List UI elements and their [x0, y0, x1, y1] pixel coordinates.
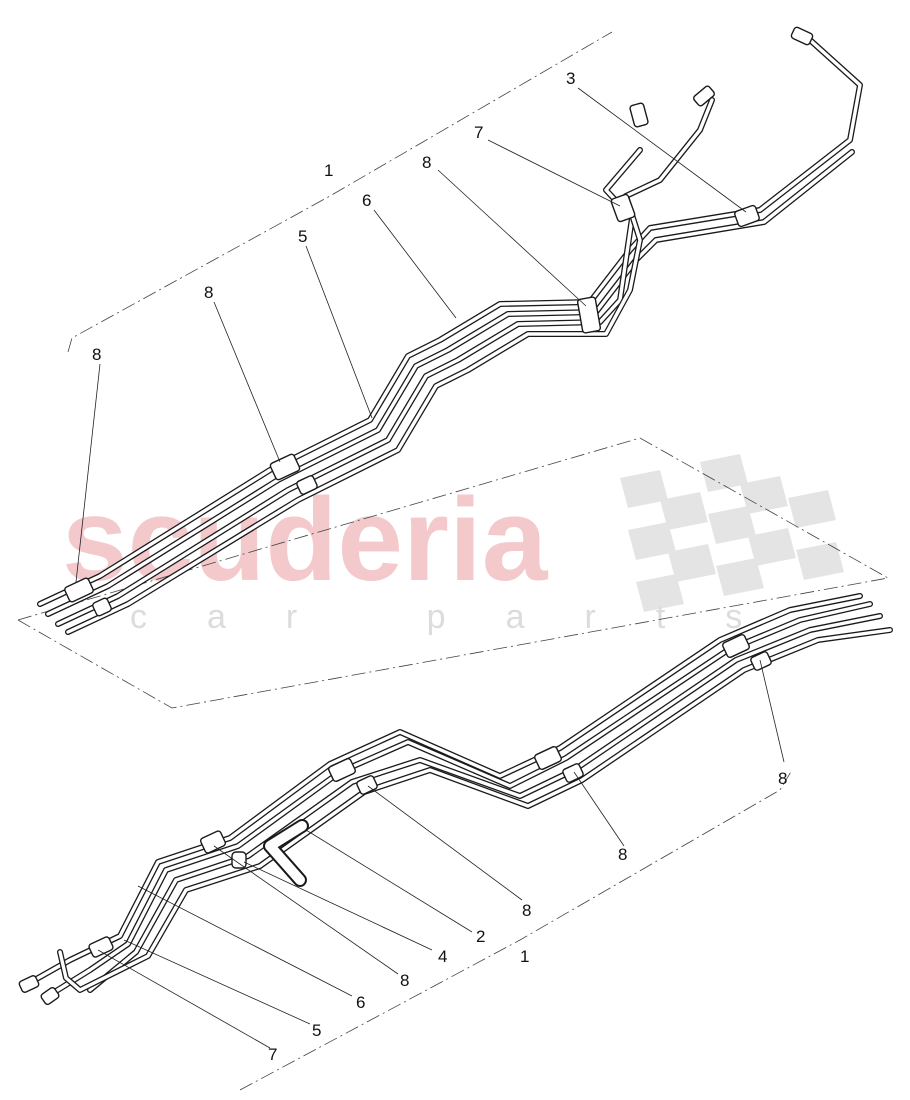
- callout-line-6-top: 6: [362, 191, 371, 210]
- callout-clip-8-bottom-center: 8: [618, 845, 627, 864]
- callout-group-top: 1: [324, 161, 333, 180]
- clip-8-leftend: [64, 577, 112, 617]
- clip-8-bottom-right: [722, 633, 772, 671]
- fitting-top-right: [790, 26, 814, 46]
- callout-clip-7-bottom: 7: [268, 1045, 277, 1064]
- callout-clamp-4: 4: [438, 947, 447, 966]
- bottom-line-assembly: [18, 593, 893, 1006]
- fitting-top-mid: [693, 85, 715, 107]
- callout-clip-7-top: 7: [474, 123, 483, 142]
- callout-group-bottom: 1: [520, 947, 529, 966]
- callout-line-5-bottom: 5: [312, 1021, 321, 1040]
- callout-clip-8-mid: 8: [422, 153, 431, 172]
- fitting-top-left: [629, 102, 649, 128]
- callout-line-6-bottom: 6: [356, 993, 365, 1012]
- brake-line-second: [45, 149, 855, 617]
- watermark-tagline: car parts: [130, 598, 802, 636]
- callout-hose-2: 2: [476, 927, 485, 946]
- top-line-assembly: [37, 26, 863, 635]
- group-bracket-top: [17, 31, 890, 709]
- callout-clip-8-bottom-left: 8: [400, 971, 409, 990]
- clip-7-top: [610, 193, 636, 223]
- clip-3: [734, 204, 760, 228]
- callout-line-5-top: 5: [298, 227, 307, 246]
- brake-line-fourth: [65, 97, 715, 635]
- callouts-bottom: 1 8 8 8 2 4 8 6 5 7: [268, 769, 787, 1064]
- checkered-flag-logo: [620, 454, 844, 612]
- callout-clip-8-leftend: 8: [92, 345, 101, 364]
- clip-8-mid: [576, 296, 602, 334]
- callout-clip-8-bottom-right: 8: [778, 769, 787, 788]
- clamp-4: [231, 851, 247, 869]
- callouts-top: 1 3 7 8 6 5 8 8: [92, 69, 575, 364]
- callout-clip-3: 3: [566, 69, 575, 88]
- group-bracket-bottom: [239, 769, 793, 1091]
- brake-line-bottom-third: [87, 613, 883, 993]
- clip-8-bottom-center-left: [328, 757, 378, 795]
- leader-lines: [75, 87, 785, 1049]
- brake-line-bottom-outer: [21, 593, 863, 989]
- callout-clip-8-leftmid: 8: [204, 283, 213, 302]
- clip-8-leftmid: [269, 453, 318, 495]
- clip-8-bottom-left: [199, 830, 227, 854]
- hose-2: [263, 819, 309, 887]
- brake-line-bottom-second: [45, 601, 873, 999]
- callout-clip-8-bottom-center-left: 8: [522, 901, 531, 920]
- fitting-bottom-left-b: [40, 986, 60, 1006]
- fitting-bottom-left-a: [18, 975, 40, 993]
